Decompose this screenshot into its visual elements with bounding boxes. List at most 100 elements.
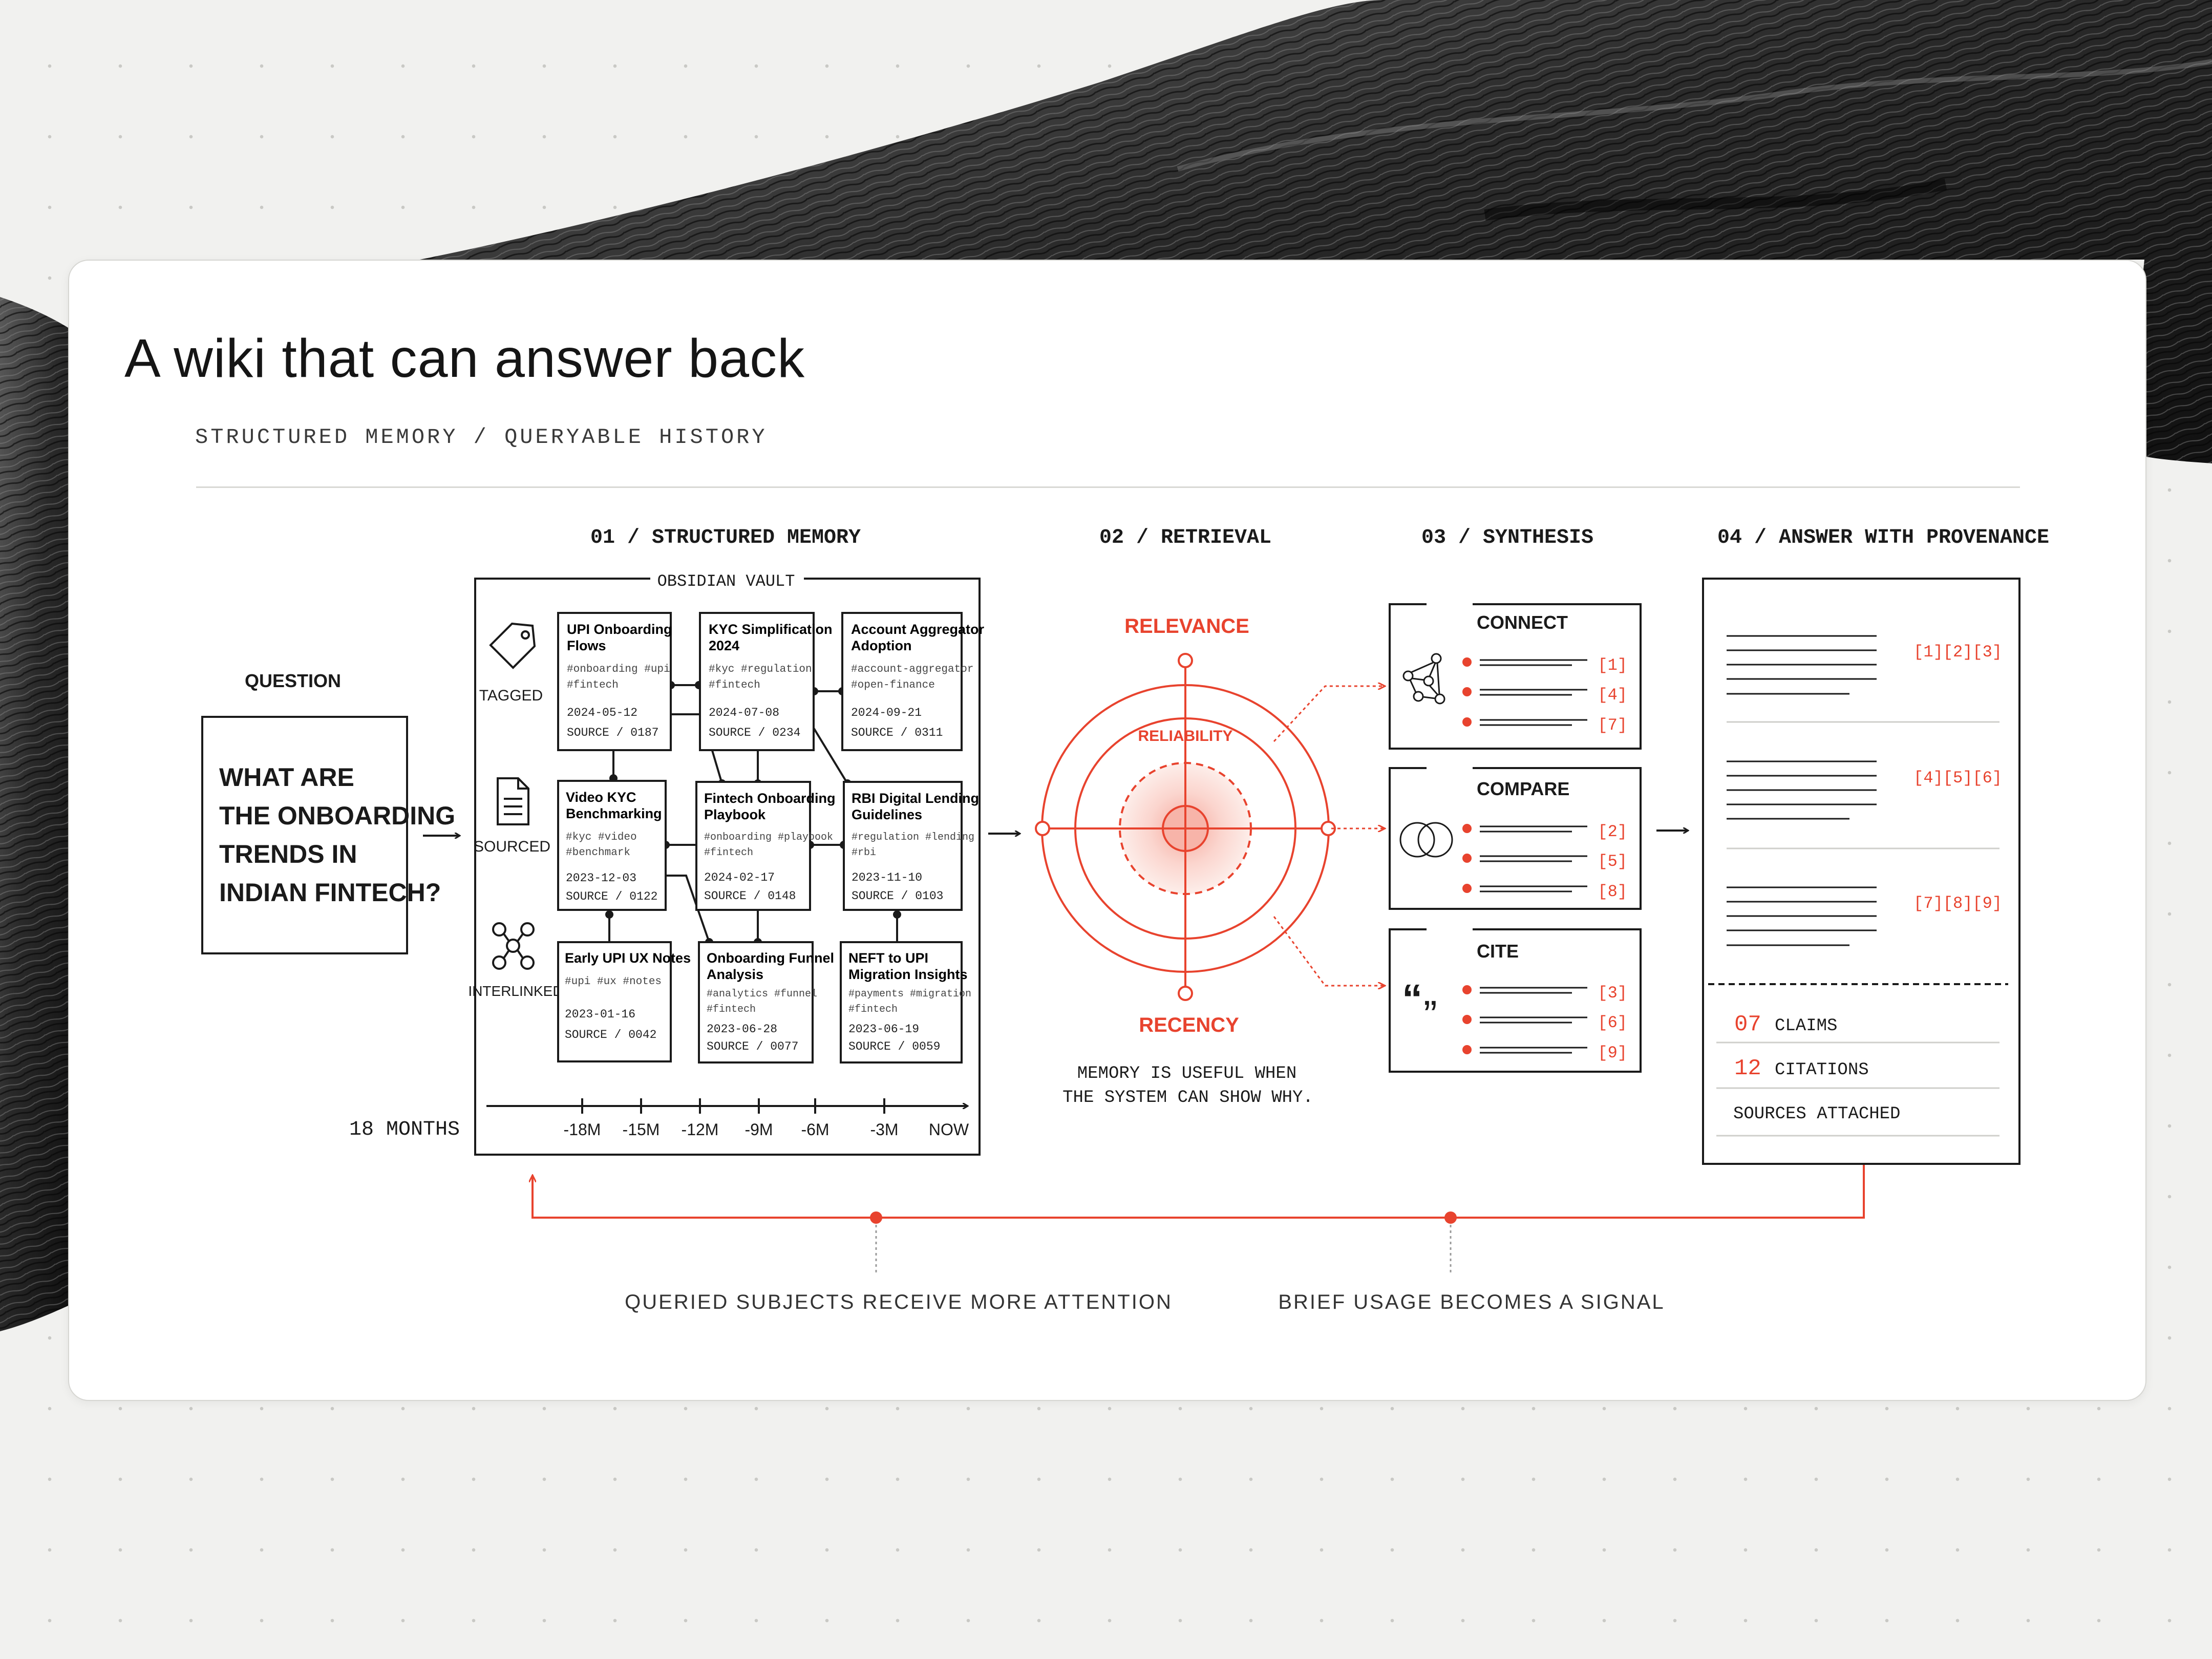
retrieval-target-diagram bbox=[1035, 653, 1336, 1001]
stat-label: CLAIMS bbox=[1775, 1016, 1837, 1036]
note-date: 2023-06-28 bbox=[707, 1023, 777, 1036]
tag-icon bbox=[489, 622, 536, 669]
citation-ref: [8] bbox=[1598, 882, 1627, 901]
title-divider bbox=[196, 486, 2020, 488]
note-card[interactable]: Account Aggregator Adoption #account-agg… bbox=[841, 612, 984, 751]
note-card[interactable]: NEFT to UPI Migration Insights #payments… bbox=[840, 941, 971, 1064]
synthesis-compare-box: COMPARE [2] [5] [8] bbox=[1389, 764, 1642, 910]
note-title: Analysis bbox=[707, 967, 763, 982]
note-date: 2024-02-17 bbox=[704, 871, 775, 884]
page-subtitle: STRUCTURED MEMORY / QUERYABLE HISTORY bbox=[195, 425, 768, 450]
tick-label: -6M bbox=[801, 1120, 829, 1139]
note-date: 2024-09-21 bbox=[851, 706, 922, 719]
feedback-markers bbox=[870, 1211, 1457, 1224]
note-source: SOURCE / 0059 bbox=[848, 1040, 940, 1053]
citation-ref: [9] bbox=[1598, 1044, 1627, 1062]
question-line: THE ONBOARDING bbox=[219, 801, 455, 830]
retrieval-label-reliability: RELIABILITY bbox=[1138, 728, 1233, 745]
note-title: NEFT to UPI bbox=[848, 950, 928, 966]
note-tags: #onboarding #upi bbox=[567, 664, 670, 675]
note-tags: #benchmark bbox=[566, 847, 630, 859]
note-source: SOURCE / 0122 bbox=[566, 890, 657, 903]
note-tags: #account-aggregator bbox=[851, 664, 973, 675]
citation-ref: [3] bbox=[1598, 984, 1627, 1003]
svg-text:”: ” bbox=[1423, 992, 1437, 1038]
note-tags: #onboarding #playbook bbox=[704, 832, 833, 843]
question-line: TRENDS IN bbox=[219, 840, 357, 868]
synthesis-label: CITE bbox=[1477, 941, 1519, 962]
synthesis-label: COMPARE bbox=[1477, 778, 1569, 799]
step-heading-answer: 04 / ANSWER WITH PROVENANCE bbox=[1717, 526, 2049, 549]
retrieval-label-relevance: RELEVANCE bbox=[1124, 615, 1249, 637]
note-date: 2024-07-08 bbox=[709, 706, 779, 719]
note-card[interactable]: UPI Onboarding Flows #onboarding #upi #f… bbox=[557, 612, 672, 751]
citation-ref: [7] bbox=[1598, 716, 1627, 735]
note-title: Guidelines bbox=[852, 807, 922, 822]
retrieval-connectors bbox=[1273, 686, 1385, 986]
note-title: 2024 bbox=[709, 638, 739, 653]
answer-citations: [4][5][6] bbox=[1913, 769, 2002, 788]
note-tags: #fintech bbox=[704, 847, 753, 859]
note-card[interactable]: RBI Digital Lending Guidelines #regulati… bbox=[843, 781, 979, 911]
step-heading-retrieval: 02 / RETRIEVAL bbox=[1099, 526, 1271, 549]
document-icon bbox=[497, 777, 529, 825]
legend-label: SOURCED bbox=[474, 838, 550, 855]
note-date: 2024-05-12 bbox=[567, 706, 637, 719]
timeline-label: 18 MONTHS bbox=[349, 1118, 460, 1141]
answer-citations: [7][8][9] bbox=[1913, 894, 2002, 913]
note-title: Migration Insights bbox=[848, 967, 968, 982]
note-source: SOURCE / 0042 bbox=[565, 1028, 656, 1041]
note-source: SOURCE / 0311 bbox=[851, 726, 943, 739]
note-title: Onboarding Funnel bbox=[707, 950, 834, 966]
note-source: SOURCE / 0234 bbox=[709, 726, 800, 739]
note-tags: #upi #ux #notes bbox=[565, 976, 662, 988]
note-card[interactable]: KYC Simplification 2024 #kyc #regulation… bbox=[699, 612, 833, 751]
question-line: INDIAN FINTECH? bbox=[219, 878, 441, 907]
citation-ref: [4] bbox=[1598, 686, 1627, 705]
note-card[interactable]: Video KYC Benchmarking #kyc #video #benc… bbox=[557, 780, 667, 911]
timeline-ticks bbox=[581, 1098, 885, 1114]
note-tags: #analytics #funnel bbox=[707, 988, 817, 1000]
note-tags: #kyc #regulation bbox=[709, 664, 812, 675]
retrieval-caption: MEMORY IS USEFUL WHEN bbox=[1077, 1064, 1296, 1083]
synthesis-label: CONNECT bbox=[1477, 612, 1568, 633]
note-title: Flows bbox=[567, 638, 606, 653]
tick-label: -3M bbox=[870, 1120, 898, 1139]
timeline-tick-labels: -18M -15M -12M -9M -6M -3M NOW bbox=[564, 1120, 969, 1139]
note-tags: #fintech bbox=[567, 679, 619, 691]
note-card[interactable]: Fintech Onboarding Playbook #onboarding … bbox=[695, 781, 836, 911]
stat-label: SOURCES ATTACHED bbox=[1733, 1104, 1900, 1124]
vault-label-mask bbox=[650, 568, 804, 589]
note-source: SOURCE / 0148 bbox=[704, 889, 796, 903]
feedback-caption-right: BRIEF USAGE BECOMES A SIGNAL bbox=[1278, 1291, 1665, 1313]
note-card[interactable]: Onboarding Funnel Analysis #analytics #f… bbox=[698, 941, 834, 1064]
note-title: Playbook bbox=[704, 807, 766, 822]
note-tags: #fintech bbox=[709, 679, 760, 691]
citation-ref: [1] bbox=[1598, 656, 1627, 675]
step-heading-memory: 01 / STRUCTURED MEMORY bbox=[590, 526, 861, 549]
legend-label: INTERLINKED bbox=[468, 983, 563, 999]
note-tags: #payments #migration bbox=[848, 988, 971, 1000]
note-card[interactable]: Early UPI UX Notes #upi #ux #notes 2023-… bbox=[557, 941, 691, 1062]
tick-label: NOW bbox=[929, 1120, 969, 1139]
note-source: SOURCE / 0187 bbox=[567, 726, 658, 739]
feedback-loop bbox=[533, 1165, 1865, 1219]
note-source: SOURCE / 0103 bbox=[852, 889, 943, 903]
question-box bbox=[201, 716, 408, 954]
feedback-caption-left: QUERIED SUBJECTS RECEIVE MORE ATTENTION bbox=[625, 1291, 1173, 1313]
note-title: UPI Onboarding bbox=[567, 622, 672, 637]
venn-icon bbox=[1399, 822, 1453, 858]
citation-ref: [2] bbox=[1598, 822, 1627, 841]
note-title: Adoption bbox=[851, 638, 911, 653]
svg-text:“: “ bbox=[1402, 976, 1422, 1022]
note-title: Account Aggregator bbox=[851, 622, 984, 637]
note-tags: #fintech bbox=[707, 1004, 756, 1015]
answer-text-lines bbox=[1727, 635, 1877, 946]
note-date: 2023-06-19 bbox=[848, 1023, 919, 1036]
question-block: QUESTION WHAT ARE THE ONBOARDING TRENDS … bbox=[201, 670, 455, 954]
note-title: Video KYC bbox=[566, 790, 636, 805]
legend-label: TAGGED bbox=[479, 687, 543, 704]
page-title: A wiki that can answer back bbox=[124, 328, 805, 389]
tick-label: -9M bbox=[745, 1120, 773, 1139]
